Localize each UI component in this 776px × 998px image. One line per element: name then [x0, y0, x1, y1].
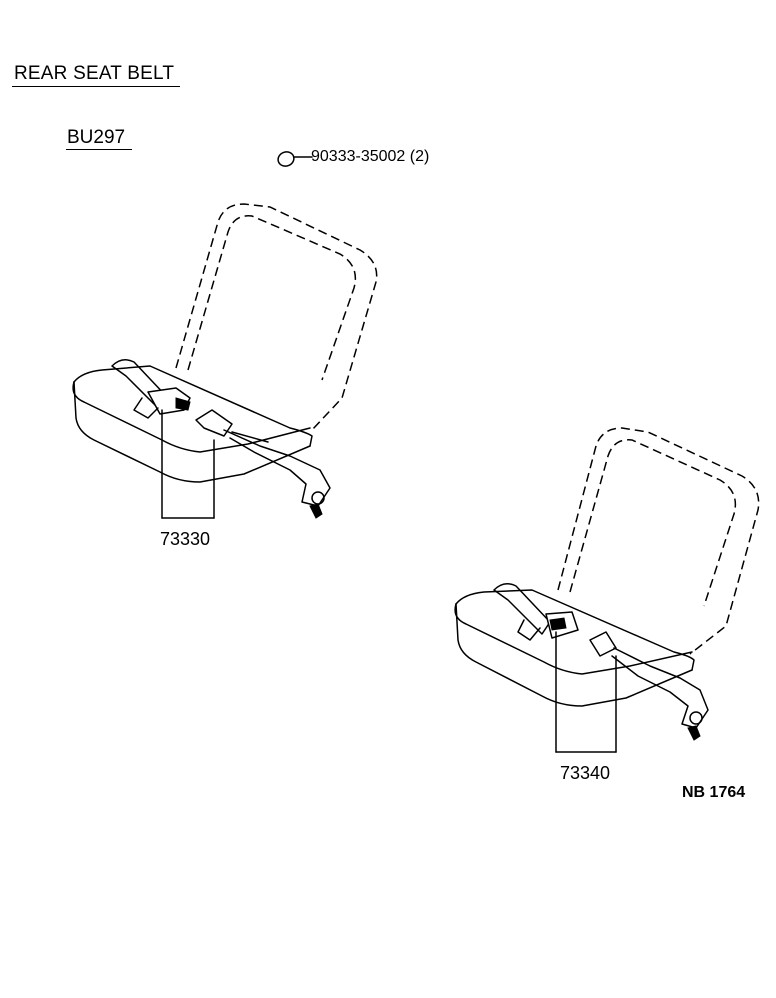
reference-number: NB 1764 — [682, 784, 746, 801]
washer-part-number: 90333-35002 (2) — [311, 148, 430, 165]
right-belt-part-number: 73340 — [560, 763, 611, 783]
title-underline — [12, 86, 180, 87]
left-seat — [72, 203, 378, 519]
washer-part — [277, 151, 313, 167]
diagram-code: BU297 — [67, 127, 126, 148]
diagram-title: REAR SEAT BELT — [14, 63, 175, 84]
right-seat — [454, 427, 760, 753]
code-underline — [66, 149, 132, 150]
left-belt-part-number: 73330 — [160, 529, 211, 549]
